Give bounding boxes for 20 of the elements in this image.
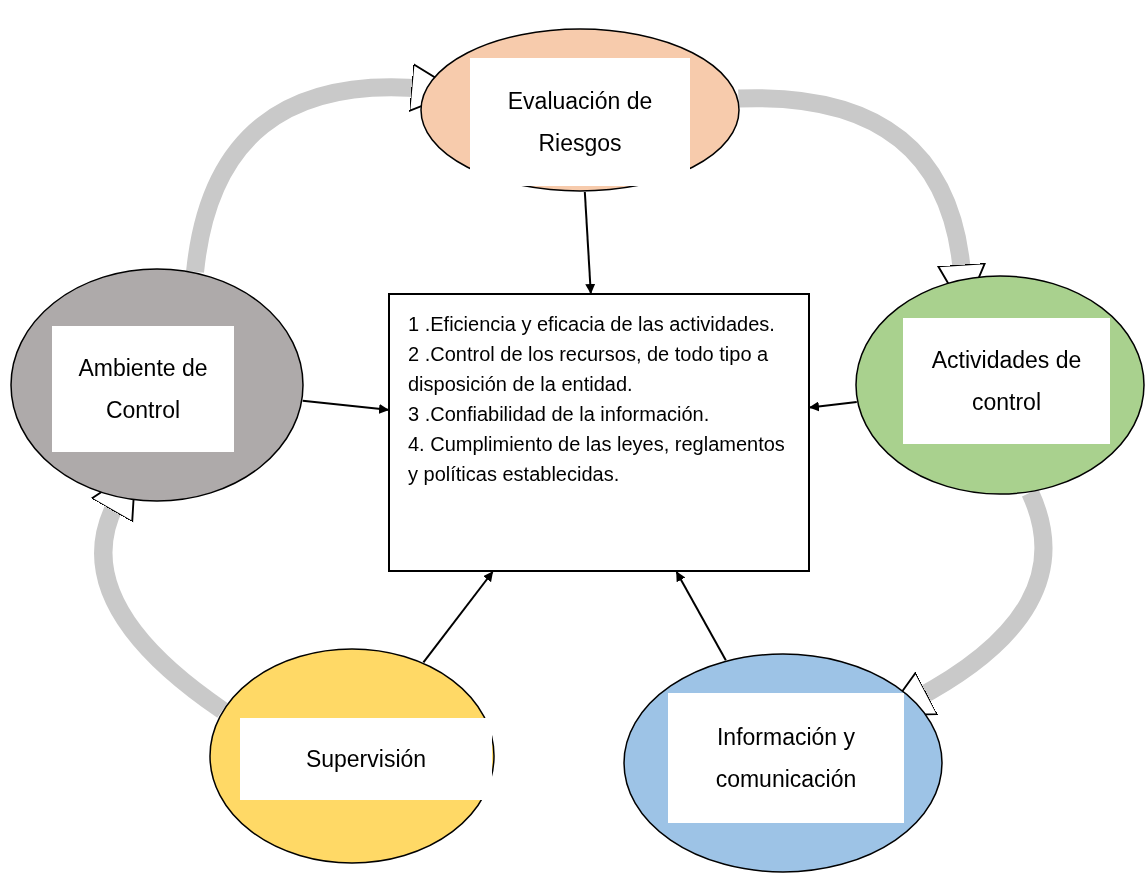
ellipse-node	[420, 28, 740, 192]
arrow	[422, 571, 494, 664]
arrow	[675, 571, 727, 662]
arrow	[583, 190, 596, 294]
node-label: Información y comunicación	[668, 693, 904, 823]
ellipse-node	[623, 653, 943, 873]
node-label: Evaluación de Riesgos	[470, 58, 690, 186]
arrow	[301, 399, 389, 414]
objective-text: 3 .Confiabilidad de la información.	[408, 402, 711, 427]
ellipse-node	[10, 268, 304, 502]
objective-text: 2 .Control de los recursos, de todo tipo a disposición de la entidad.	[408, 342, 770, 397]
objective-text: 1 .Eficiencia y eficacia de las actividades.	[408, 312, 776, 337]
node-label: Actividades de control	[903, 318, 1110, 444]
objective-text: 4. Cumplimiento de las leyes, reglamentos y políticas establecidas.	[408, 432, 786, 487]
ellipse-node	[855, 275, 1145, 495]
ellipse-node	[209, 648, 495, 864]
arrow	[809, 400, 858, 412]
objectives-box	[388, 293, 810, 572]
node-label: Supervisión	[240, 718, 492, 800]
node-label: Ambiente de Control	[52, 326, 234, 452]
